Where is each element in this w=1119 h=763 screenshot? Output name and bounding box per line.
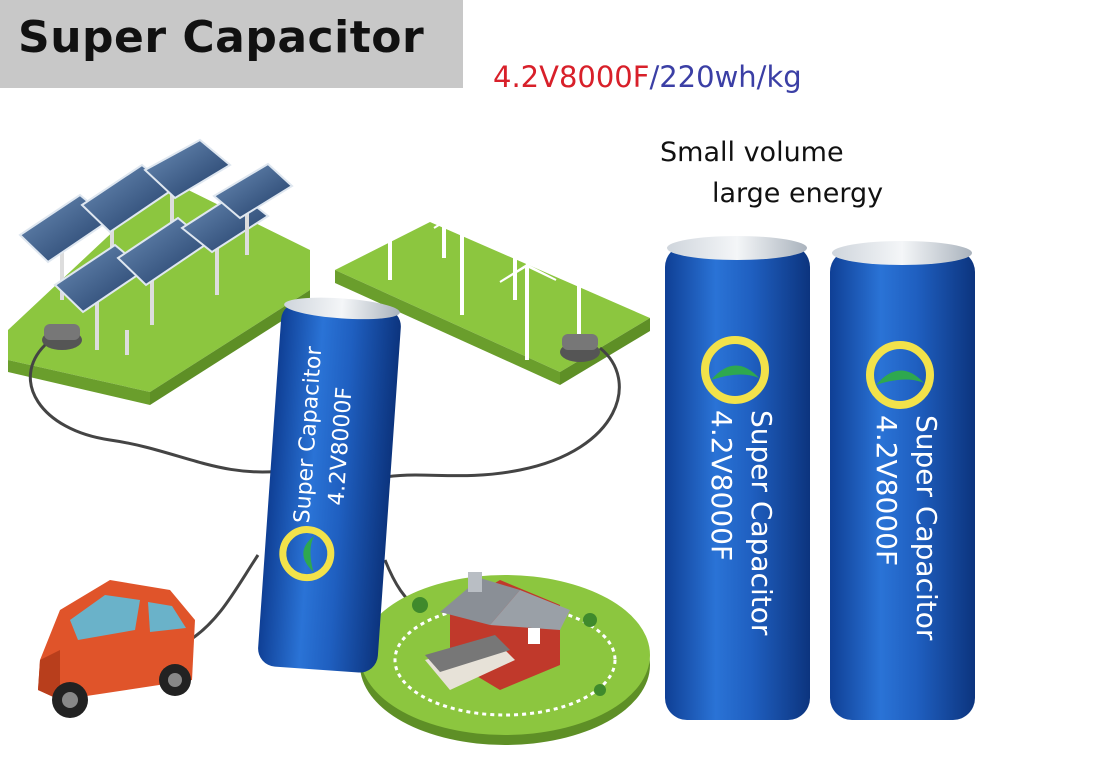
solar-farm bbox=[8, 138, 310, 405]
wind-farm bbox=[335, 107, 650, 385]
page-title: Super Capacitor bbox=[18, 12, 425, 63]
house-icon bbox=[360, 572, 650, 745]
spec-density: /220wh/kg bbox=[649, 60, 802, 94]
capacitor-large-1: Super Capacitor 4.2V8000F bbox=[665, 236, 810, 720]
car-icon bbox=[38, 580, 195, 718]
solar-panel-icon bbox=[18, 138, 294, 355]
logo-icon bbox=[279, 526, 335, 582]
logo-icon bbox=[701, 336, 769, 404]
capacitor-label-name: Super Capacitor bbox=[745, 410, 778, 636]
capacitor-label-rating: 4.2V8000F bbox=[705, 410, 738, 561]
wind-turbine-icon bbox=[363, 107, 609, 360]
capacitor-label-name: Super Capacitor bbox=[910, 415, 943, 641]
spec-capacity: 4.2V8000F bbox=[493, 60, 650, 94]
capacitor-large-2: Super Capacitor 4.2V8000F bbox=[830, 241, 975, 720]
tagline-line-1: Small volume bbox=[660, 137, 844, 168]
logo-icon bbox=[866, 341, 934, 409]
capacitor-tilted: Super Capacitor 4.2V8000F bbox=[258, 297, 401, 673]
tagline-line-2: large energy bbox=[712, 178, 884, 209]
spec-line: 4.2V8000F/220wh/kg bbox=[493, 60, 802, 94]
capacitor-label-rating: 4.2V8000F bbox=[870, 415, 903, 566]
title-banner bbox=[0, 0, 463, 88]
